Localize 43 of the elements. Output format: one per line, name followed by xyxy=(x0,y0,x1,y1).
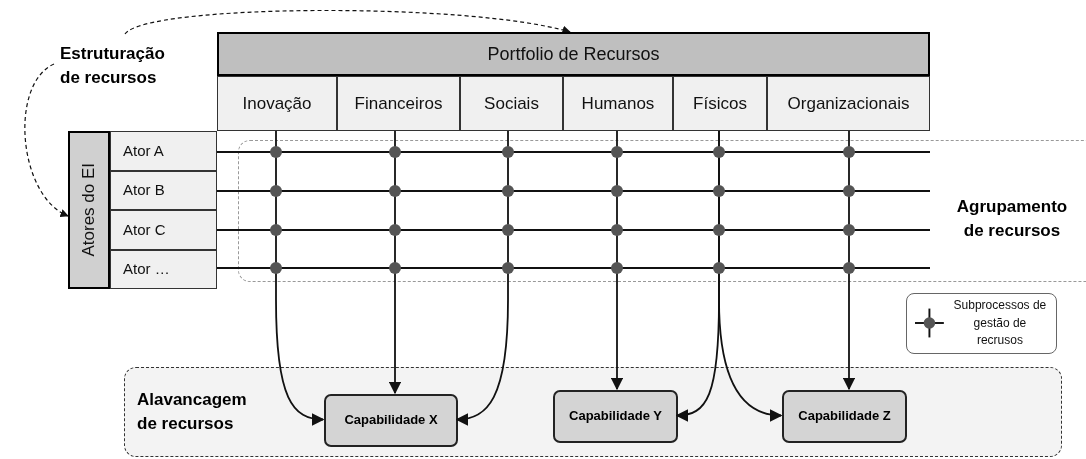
group-label: Alavancagem de recursos xyxy=(137,389,248,435)
capability-label: Capabilidade X xyxy=(344,411,438,430)
actor-cell xyxy=(110,131,217,171)
actors-column-header xyxy=(68,131,110,289)
category-label: Organizacionais xyxy=(787,92,910,115)
capability-label: Capabilidade Z xyxy=(798,407,891,426)
group-label: Agrupamento de recursos xyxy=(955,196,1069,242)
legend-label: Subprocessos de gestão de recrusos xyxy=(952,297,1048,350)
arrow xyxy=(388,130,402,395)
portfolio-header xyxy=(217,32,930,76)
section-label: Estruturação de recursos xyxy=(60,43,166,89)
category-label: Inovação xyxy=(242,92,312,115)
actor-cell xyxy=(110,250,217,289)
category-cell xyxy=(563,76,673,131)
arrow xyxy=(455,130,509,426)
dashed-group xyxy=(124,367,1062,457)
category-cell xyxy=(673,76,767,131)
actor-label: Ator … xyxy=(123,259,170,280)
actor-cell xyxy=(110,210,217,250)
capability-box xyxy=(553,390,678,443)
category-cell xyxy=(460,76,563,131)
dashed-arrow xyxy=(124,9,571,35)
actor-label: Ator A xyxy=(123,140,164,161)
category-cell xyxy=(767,76,930,131)
actor-label: Ator C xyxy=(123,219,166,240)
arrow xyxy=(610,130,624,391)
actor-cell xyxy=(110,171,217,210)
category-label: Físicos xyxy=(693,92,747,115)
category-cell xyxy=(217,76,337,131)
actor-label: Ator B xyxy=(123,180,165,201)
arrow xyxy=(842,130,856,391)
category-cell xyxy=(337,76,460,131)
capability-label: Capabilidade Y xyxy=(569,407,662,426)
arrow xyxy=(718,130,783,422)
vertical-label: Atores do EI xyxy=(78,163,100,257)
category-label: Sociais xyxy=(484,92,539,115)
dashed-arrow xyxy=(24,63,69,217)
header-text: Portfolio de Recursos xyxy=(487,42,660,66)
capability-box xyxy=(324,394,458,447)
arrow xyxy=(275,130,325,426)
category-label: Humanos xyxy=(581,92,655,115)
category-label: Financeiros xyxy=(354,92,443,115)
capability-box xyxy=(782,390,907,443)
